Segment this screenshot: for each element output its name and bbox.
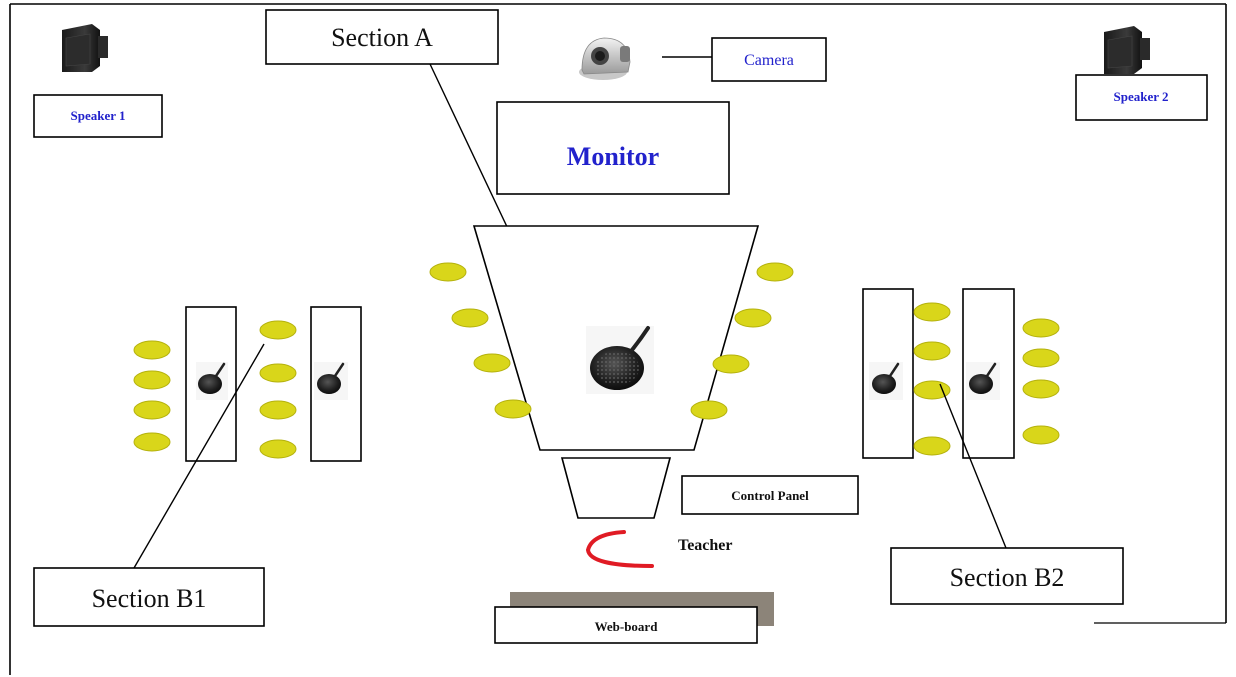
section-b1-label-box: Section B1: [33, 567, 265, 627]
seat: [913, 302, 951, 322]
seat: [913, 436, 951, 456]
section-b1-seats: [133, 320, 297, 459]
seat: [259, 320, 297, 340]
speaker-1-label-box: Speaker 1: [33, 94, 163, 138]
microphone-icon: [586, 326, 654, 394]
seat: [1022, 425, 1060, 445]
seat: [473, 353, 511, 373]
control-panel-label-box: Control Panel: [681, 475, 859, 515]
seat: [712, 354, 750, 374]
microphone-icon: [314, 362, 348, 400]
seat: [259, 400, 297, 420]
web-board-label: Web-board: [595, 619, 659, 634]
section-b2-seats: [913, 302, 1060, 456]
seat: [494, 399, 532, 419]
teacher-arc-icon: [585, 530, 654, 568]
section-b1-label: Section B1: [92, 584, 207, 613]
seat: [1022, 348, 1060, 368]
microphone-icon: [869, 362, 903, 400]
camera-icon: [579, 37, 631, 80]
teacher-label: Teacher: [678, 537, 733, 554]
microphone-icon: [966, 362, 1000, 400]
seat: [133, 370, 171, 390]
seat: [734, 308, 772, 328]
microphone-icon: [196, 362, 228, 400]
seat: [1022, 318, 1060, 338]
web-board-label-box: Web-board: [494, 606, 758, 644]
section-a-pointer-line: [429, 63, 519, 251]
speaker-2-label: Speaker 2: [1113, 89, 1168, 104]
monitor-label: Monitor: [567, 142, 659, 171]
seat: [913, 341, 951, 361]
monitor-box: Monitor: [496, 101, 730, 195]
seat: [429, 262, 467, 282]
section-a-label-box: Section A: [265, 9, 499, 65]
seat: [133, 340, 171, 360]
camera-label-box: Camera: [711, 37, 827, 82]
section-a-label: Section A: [331, 23, 433, 52]
camera-label: Camera: [744, 52, 794, 69]
speaker-1-label: Speaker 1: [70, 108, 125, 123]
section-b1-pointer-line: [133, 343, 265, 569]
room-frame: [9, 3, 1227, 675]
section-b2-label-box: Section B2: [890, 547, 1124, 605]
seat: [690, 400, 728, 420]
seat: [756, 262, 794, 282]
seat: [259, 363, 297, 383]
seat: [451, 308, 489, 328]
seat: [1022, 379, 1060, 399]
section-b2-label: Section B2: [950, 563, 1065, 592]
control-panel-label: Control Panel: [731, 488, 809, 503]
section-a-seats: [429, 262, 794, 420]
control-panel-podium: [560, 457, 672, 519]
seat: [133, 400, 171, 420]
section-b2-pointer-line: [939, 383, 1007, 549]
speaker-2-label-box: Speaker 2: [1075, 74, 1208, 121]
seat: [259, 439, 297, 459]
seat: [133, 432, 171, 452]
speaker-1-icon: [62, 24, 108, 72]
speaker-2-icon: [1104, 26, 1150, 74]
